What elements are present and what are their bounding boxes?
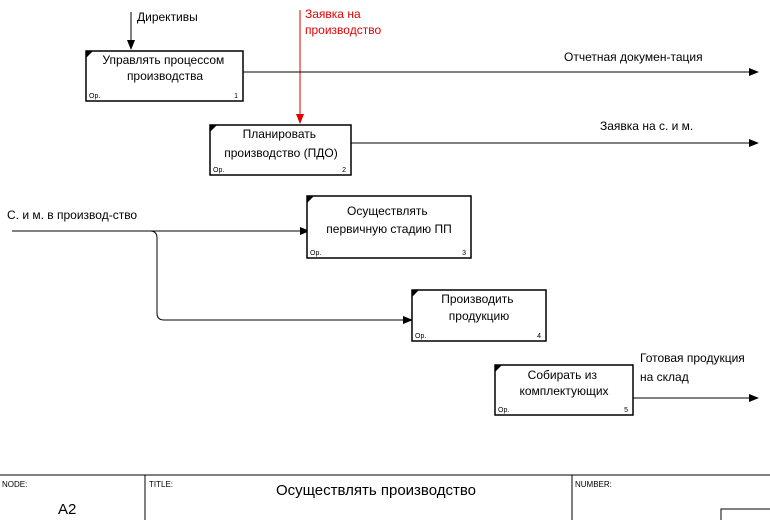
box-corner-mark bbox=[86, 51, 93, 58]
arrow-materials-in-label: С. и м. в производ-ство bbox=[7, 208, 137, 222]
activity-box-5[interactable]: Собирать из комплектующих Ор. 5 bbox=[494, 364, 634, 416]
box-corner-mark bbox=[495, 365, 502, 372]
box-corner-mark bbox=[412, 290, 419, 297]
diagram-frame: NODE: A2 TITLE: Осуществлять производств… bbox=[0, 474, 770, 520]
arrow-materials-request-label: Заявка на с. и м. bbox=[600, 119, 693, 133]
activity-box-1[interactable]: Управлять процессом производства Ор. 1 bbox=[85, 50, 244, 102]
activity-box-1-number: 1 bbox=[234, 93, 238, 100]
arrow-finished-goods-label: Готовая продукция на склад bbox=[640, 351, 748, 384]
arrow-materials-in-branch bbox=[149, 230, 413, 324]
activity-box-4-number: 4 bbox=[537, 333, 541, 340]
activity-box-4[interactable]: Производить продукцию Ор. 4 bbox=[411, 289, 547, 342]
box-corner-mark bbox=[210, 125, 217, 132]
activity-box-5-title: Собирать из комплектующих bbox=[519, 368, 608, 398]
arrow-directives-label: Директивы bbox=[137, 10, 198, 24]
activity-box-3-number: 3 bbox=[462, 250, 466, 257]
activity-box-1-title: Управлять процессом производства bbox=[102, 53, 227, 83]
frame-node-tag: NODE: bbox=[2, 480, 27, 489]
activity-box-2-title: Планировать производство (ПДО) bbox=[224, 127, 338, 160]
activity-box-2-number: 2 bbox=[342, 167, 346, 174]
frame-number-tag: NUMBER: bbox=[575, 480, 612, 489]
activity-box-2[interactable]: Планировать производство (ПДО) Ор. 2 bbox=[209, 124, 352, 176]
frame-title-value: Осуществлять производство bbox=[276, 482, 476, 499]
activity-box-2-ref: Ор. bbox=[213, 167, 224, 174]
activity-box-3-ref: Ор. bbox=[310, 250, 321, 257]
frame-corner-box bbox=[720, 508, 770, 520]
activity-box-4-title: Производить продукцию bbox=[441, 292, 517, 323]
activity-box-4-ref: Ор. bbox=[415, 333, 426, 340]
box-corner-mark bbox=[307, 196, 314, 203]
frame-node-value: A2 bbox=[58, 501, 76, 518]
frame-title-tag: TITLE: bbox=[149, 480, 173, 489]
arrow-production-request-label: Заявка на производство bbox=[305, 7, 381, 37]
activity-box-3[interactable]: Осуществлять первичную стадию ПП Ор. 3 bbox=[306, 195, 472, 259]
activity-box-5-number: 5 bbox=[624, 407, 628, 414]
activity-box-1-ref: Ор. bbox=[89, 93, 100, 100]
activity-box-3-title: Осуществлять первичную стадию ПП bbox=[326, 204, 451, 236]
activity-box-5-ref: Ор. bbox=[498, 407, 509, 414]
arrow-reporting-docs-label: Отчетная докумен-тация bbox=[564, 50, 703, 64]
